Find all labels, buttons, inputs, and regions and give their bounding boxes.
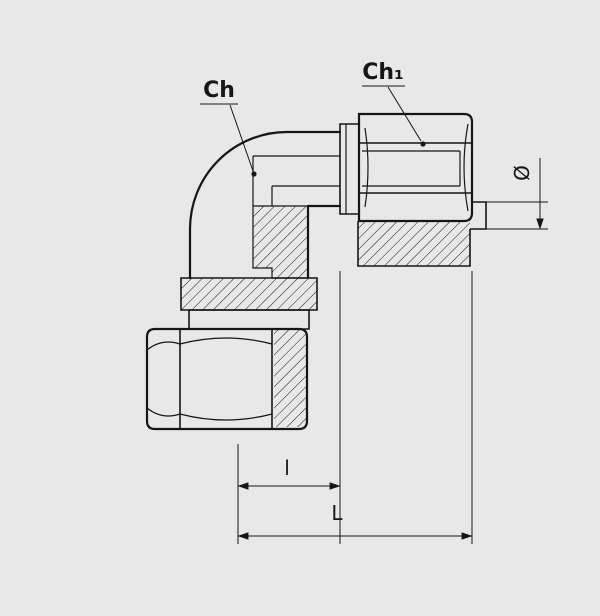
leader-ch1-dot bbox=[420, 141, 426, 147]
dim-L-label: L bbox=[331, 501, 343, 525]
label-ch: Ch bbox=[203, 78, 235, 103]
elbow-fitting-technical-drawing: Ch Ch₁ Ø l L bbox=[40, 16, 600, 616]
dimension-l: l bbox=[237, 271, 341, 544]
leader-ch: Ch bbox=[200, 78, 257, 177]
section-hatch-areas bbox=[181, 206, 470, 427]
dimension-L: L bbox=[237, 271, 473, 544]
dimension-diameter: Ø bbox=[474, 158, 548, 230]
dim-l-label: l bbox=[284, 456, 290, 480]
leader-ch-dot bbox=[251, 171, 257, 177]
leader-ch1: Ch₁ bbox=[362, 60, 426, 147]
label-ch1: Ch₁ bbox=[362, 60, 403, 85]
fitting-drawing: Ch Ch₁ Ø l L bbox=[145, 60, 548, 544]
fitting-body bbox=[145, 112, 487, 431]
diameter-label: Ø bbox=[510, 165, 534, 181]
